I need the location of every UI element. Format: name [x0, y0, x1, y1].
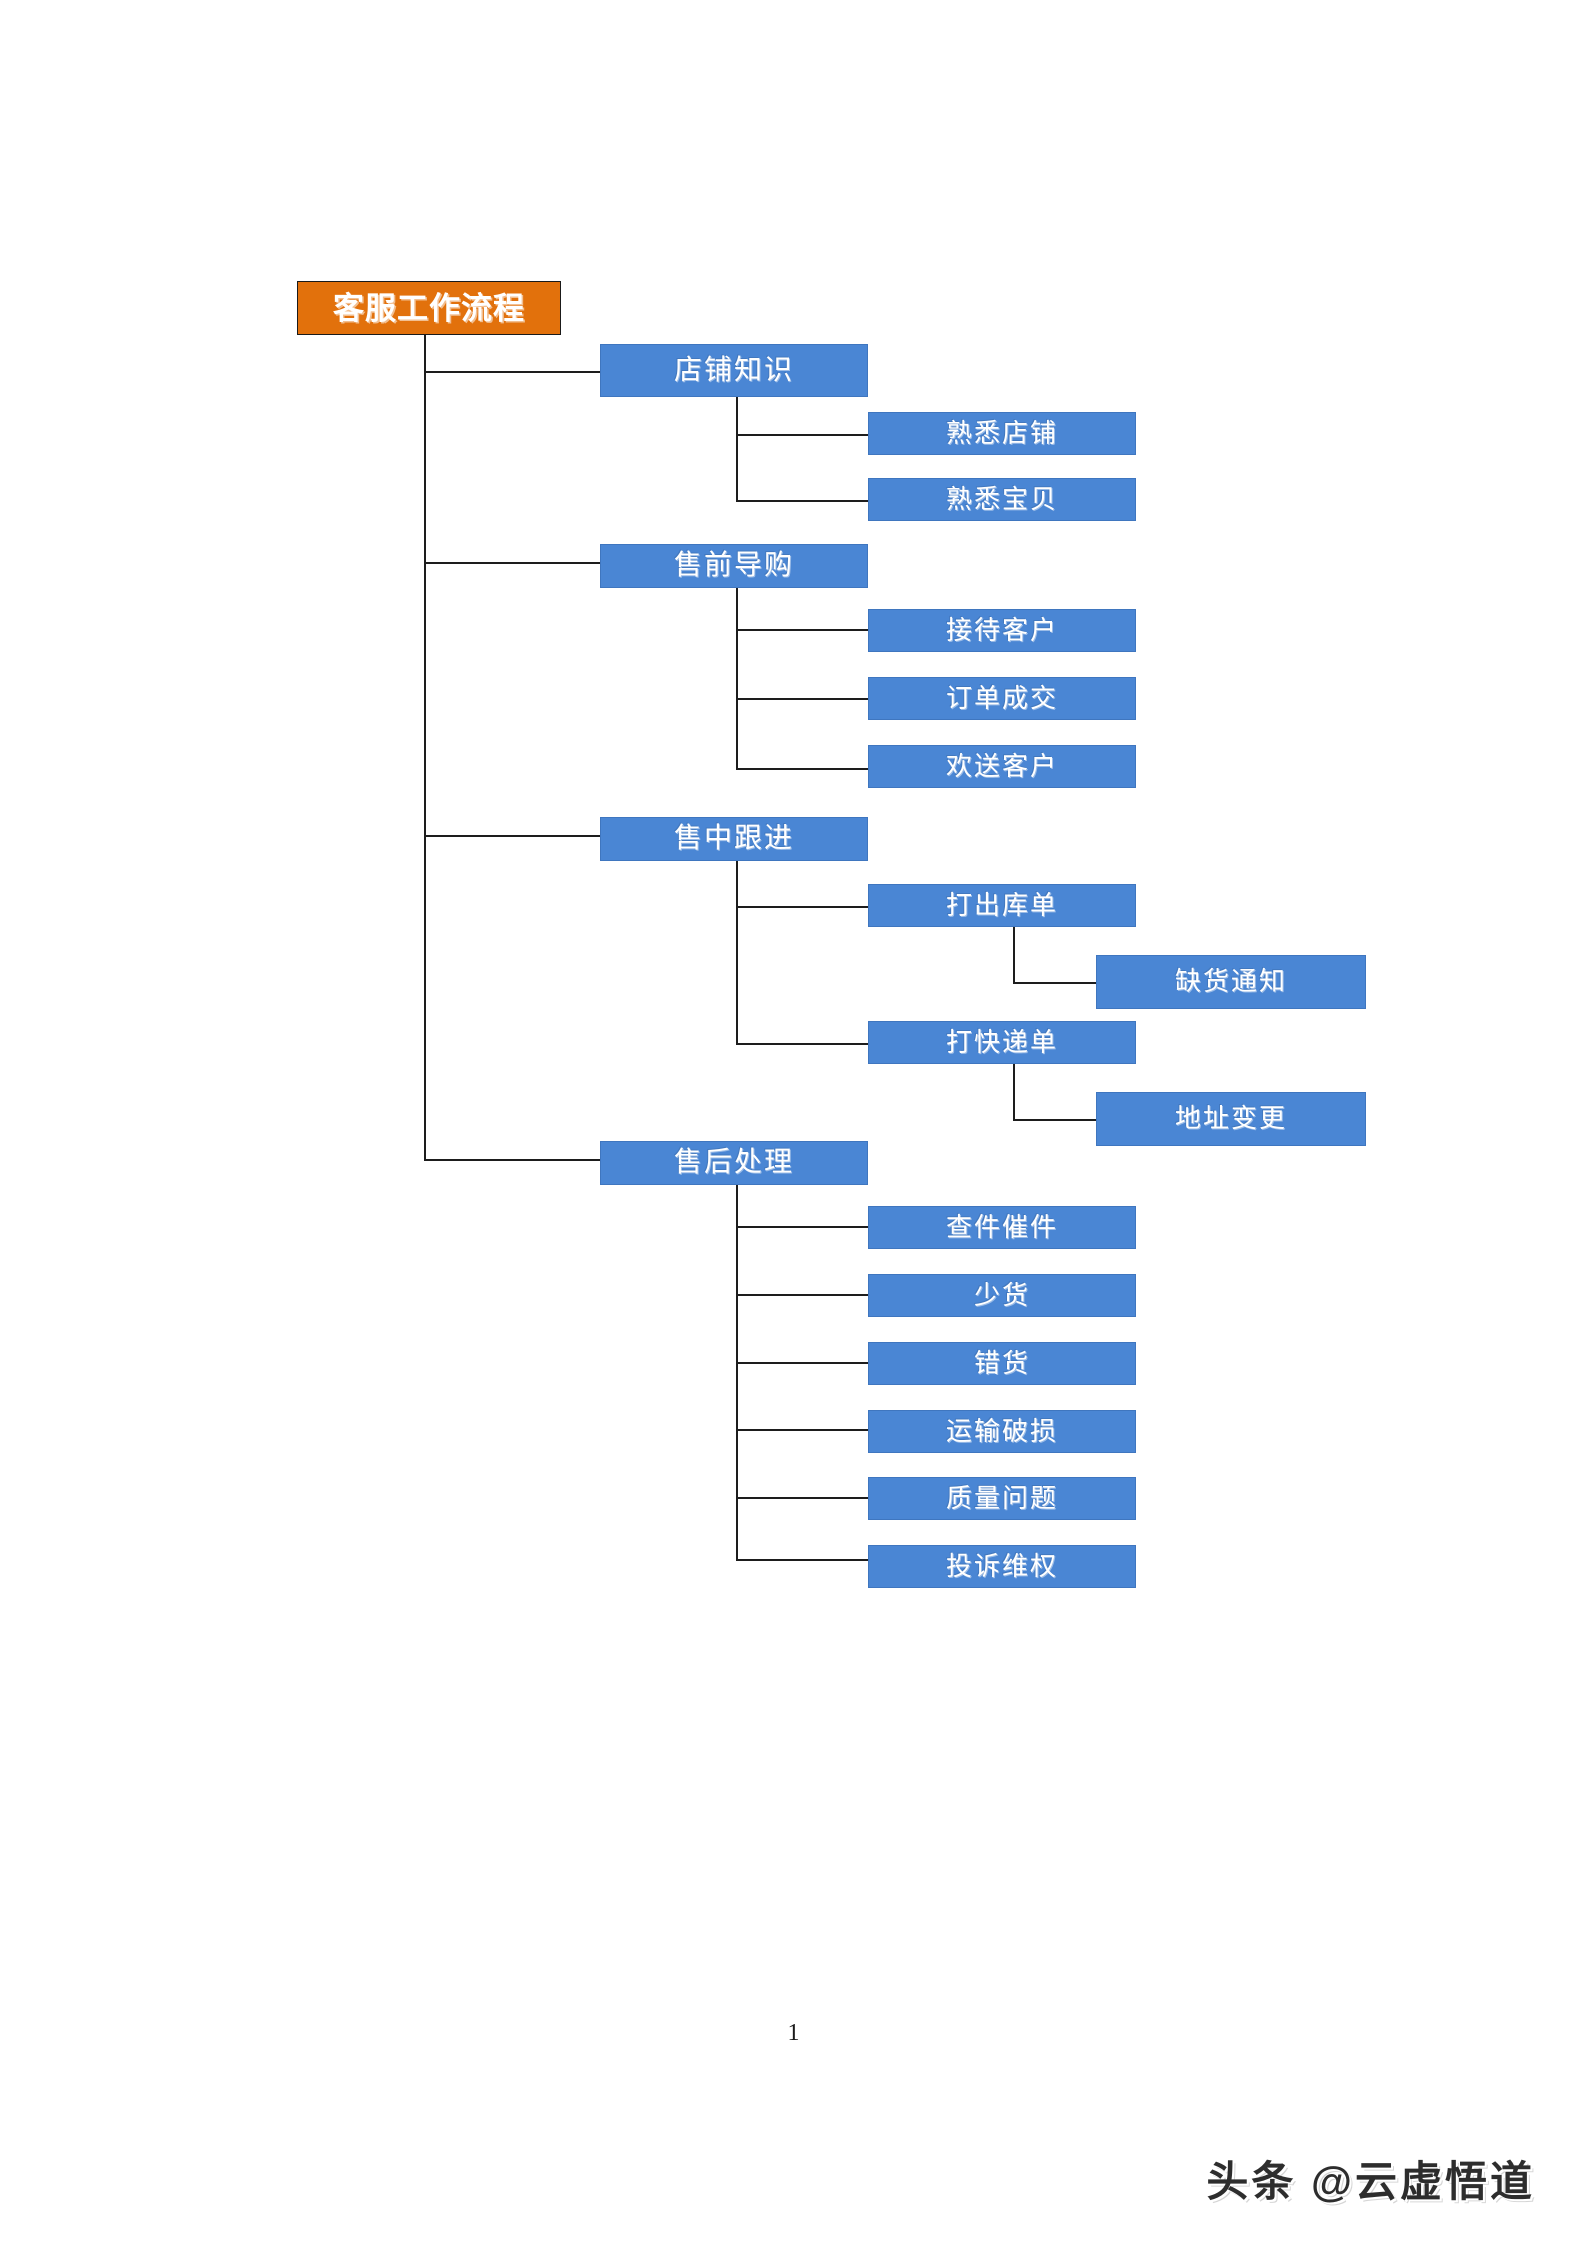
node-leaf-print-stock-out-sheet[interactable]: 打出库单: [868, 884, 1136, 927]
watermark-text: 头条 @云虚悟道: [1206, 2158, 1535, 2205]
connector-stock-out-to-notice: [1013, 982, 1096, 984]
connector-branch-4-child-6: [736, 1559, 868, 1561]
node-leaf-familiar-with-store[interactable]: 熟悉店铺: [868, 412, 1136, 455]
connector-branch-4-child-1: [736, 1226, 868, 1228]
node-leaf-order-completed[interactable]: 订单成交: [868, 677, 1136, 720]
connector-branch-4-spine: [736, 1185, 738, 1560]
connector-root-to-branch-2: [424, 562, 600, 564]
connector-root-spine: [424, 335, 426, 1159]
node-branch-during-sale-followup[interactable]: 售中跟进: [600, 817, 868, 861]
node-leaf-track-and-expedite[interactable]: 查件催件: [868, 1206, 1136, 1249]
connector-branch-3-child-2: [736, 1043, 868, 1045]
node-leaf-send-off-customer[interactable]: 欢送客户: [868, 745, 1136, 788]
connector-branch-4-child-5: [736, 1497, 868, 1499]
connector-stock-out-spine: [1013, 927, 1015, 983]
node-leaf-print-express-waybill[interactable]: 打快递单: [868, 1021, 1136, 1064]
node-leaf-out-of-stock-notice[interactable]: 缺货通知: [1096, 955, 1366, 1009]
page-number: 1: [787, 2020, 800, 2046]
connector-branch-4-child-3: [736, 1362, 868, 1364]
connector-branch-4-child-2: [736, 1294, 868, 1296]
node-leaf-address-change[interactable]: 地址变更: [1096, 1092, 1366, 1146]
connector-waybill-to-address-change: [1013, 1119, 1096, 1121]
connector-root-to-branch-3: [424, 835, 600, 837]
node-root-customer-service-workflow[interactable]: 客服工作流程: [297, 281, 561, 335]
connector-branch-2-spine: [736, 588, 738, 769]
connector-branch-3-child-1: [736, 906, 868, 908]
node-leaf-short-shipment[interactable]: 少货: [868, 1274, 1136, 1317]
node-leaf-familiar-with-products[interactable]: 熟悉宝贝: [868, 478, 1136, 521]
connector-root-to-branch-1: [424, 371, 600, 373]
connector-branch-2-child-1: [736, 629, 868, 631]
node-leaf-quality-issue[interactable]: 质量问题: [868, 1477, 1136, 1520]
connector-branch-3-spine: [736, 861, 738, 1044]
connector-waybill-spine: [1013, 1064, 1015, 1120]
node-leaf-transport-damage[interactable]: 运输破损: [868, 1410, 1136, 1453]
connector-branch-1-child-2: [736, 500, 868, 502]
connector-branch-1-spine: [736, 397, 738, 501]
node-branch-store-knowledge[interactable]: 店铺知识: [600, 344, 868, 397]
connector-branch-1-child-1: [736, 434, 868, 436]
node-branch-aftersale-handling[interactable]: 售后处理: [600, 1141, 868, 1185]
node-leaf-wrong-item[interactable]: 错货: [868, 1342, 1136, 1385]
connector-branch-2-child-2: [736, 698, 868, 700]
connector-branch-4-child-4: [736, 1429, 868, 1431]
connector-root-to-branch-4: [424, 1159, 600, 1161]
org-chart-diagram: 客服工作流程 店铺知识 熟悉店铺 熟悉宝贝 售前导购 接待客户 订单成交 欢送客…: [297, 281, 1366, 1588]
connector-branch-2-child-3: [736, 768, 868, 770]
node-leaf-receive-customer[interactable]: 接待客户: [868, 609, 1136, 652]
node-branch-presale-guidance[interactable]: 售前导购: [600, 544, 868, 588]
node-leaf-complaint-rights[interactable]: 投诉维权: [868, 1545, 1136, 1588]
